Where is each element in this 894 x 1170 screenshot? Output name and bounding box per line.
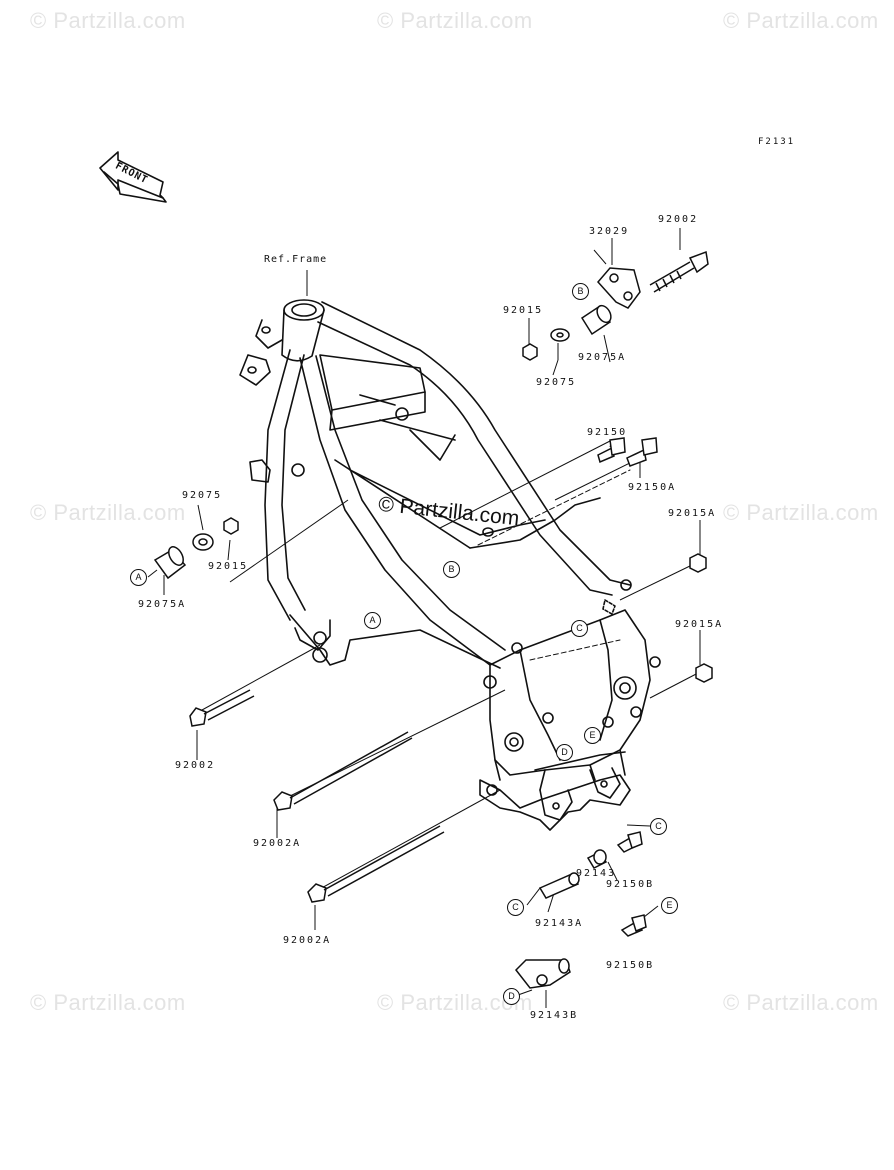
- callout-b: B: [572, 283, 589, 300]
- cross-member: [329, 391, 426, 431]
- watermark: © Partzilla.com: [377, 8, 533, 33]
- steering-bracket: [255, 319, 283, 349]
- watermark: © Partzilla.com: [723, 8, 879, 33]
- watermark: © Partzilla.com: [30, 8, 186, 33]
- side-bracket-left: [249, 459, 271, 483]
- callout-d: D: [503, 988, 520, 1005]
- part-label-92002A: 92002A: [253, 838, 302, 849]
- part-label-92150B: 92150B: [606, 879, 655, 890]
- figure-code: F2131: [758, 137, 796, 147]
- callout-e: E: [584, 727, 601, 744]
- bolt-92002-left: [189, 707, 207, 727]
- bolt-92002A-2: [307, 883, 327, 903]
- nut-92015-top: [522, 343, 538, 361]
- callout-e: E: [661, 897, 678, 914]
- nut-92015A-1: [689, 553, 707, 573]
- part-label-92075: 92075: [536, 377, 577, 388]
- callout-c: C: [571, 620, 588, 637]
- watermark: © Partzilla.com: [30, 500, 186, 525]
- part-label-92075A: 92075A: [578, 352, 627, 363]
- nut-92015A-2: [695, 663, 713, 683]
- part-label-92002: 92002: [175, 760, 216, 771]
- bolt-92150A: [626, 448, 647, 467]
- part-label-32029: 32029: [589, 226, 630, 237]
- main-spar-right: [321, 301, 631, 586]
- part-label-92002: 92002: [658, 214, 699, 225]
- part-label-92002A: 92002A: [283, 935, 332, 946]
- diagonal-brace: [334, 459, 546, 549]
- part-label-92150B: 92150B: [606, 960, 655, 971]
- steering-bracket: [239, 354, 271, 386]
- bolt-92150: [597, 446, 615, 464]
- callout-a: A: [130, 569, 147, 586]
- part-label-92075A: 92075A: [138, 599, 187, 610]
- cross-member: [359, 394, 456, 441]
- part-label-92143A: 92143A: [535, 918, 584, 929]
- callout-d: D: [556, 744, 573, 761]
- part-label-92015: 92015: [208, 561, 249, 572]
- main-spar-left: [264, 349, 291, 621]
- bracket-92143B: [515, 959, 571, 989]
- part-label-92143: 92143: [576, 868, 617, 879]
- watermark: © Partzilla.com: [723, 500, 879, 525]
- callout-a: A: [364, 612, 381, 629]
- head-tube: [281, 299, 325, 362]
- lower-pivot-bracket: [479, 774, 631, 831]
- callout-c: C: [507, 899, 524, 916]
- part-label-92075: 92075: [182, 490, 223, 501]
- ref-frame-label: Ref.Frame: [264, 254, 328, 265]
- down-tube: [299, 357, 491, 666]
- bolt-92002A-1: [273, 791, 293, 811]
- part-label-92150: 92150: [587, 427, 628, 438]
- callout-b: B: [443, 561, 460, 578]
- main-spar-left-inner: [281, 354, 306, 611]
- watermark: © Partzilla.com: [30, 990, 186, 1015]
- part-label-92015A: 92015A: [675, 619, 724, 630]
- bolt-92002-top: [649, 261, 695, 293]
- part-label-92143B: 92143B: [530, 1010, 579, 1021]
- part-label-92015: 92015: [503, 305, 544, 316]
- engine-mount-left: [289, 614, 501, 669]
- part-label-92150A: 92150A: [628, 482, 677, 493]
- callout-c: C: [650, 818, 667, 835]
- swingarm-pivot-frame: [489, 609, 651, 776]
- cross-member: [319, 354, 426, 411]
- front-arrow-icon: [99, 151, 167, 203]
- nut-92015-left: [223, 517, 239, 535]
- main-spar-right-inner: [317, 321, 613, 596]
- bracket-32029: [597, 267, 641, 309]
- watermark: © Partzilla.com: [723, 990, 879, 1015]
- part-label-92015A: 92015A: [668, 508, 717, 519]
